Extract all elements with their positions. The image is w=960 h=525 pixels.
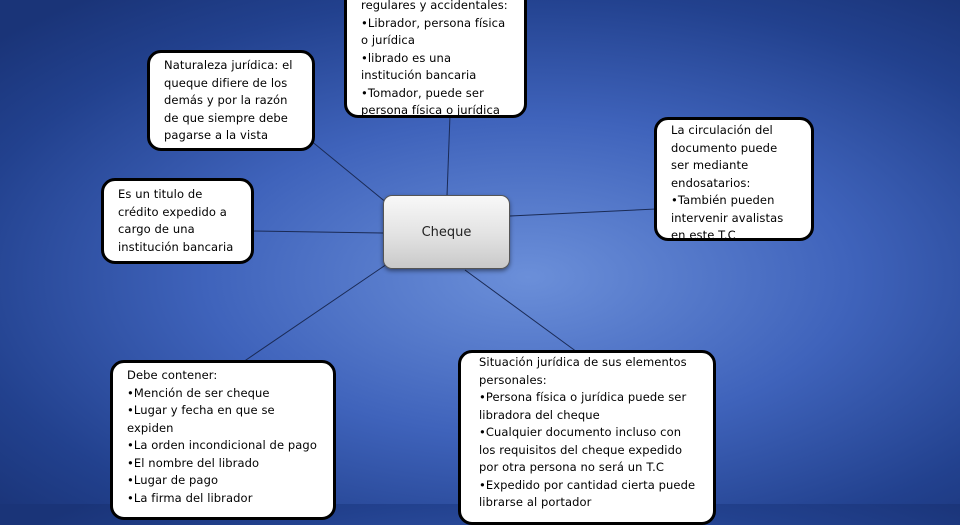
node-text-line: demás y por la razón <box>164 93 288 107</box>
node-text-line: Debe contener: <box>127 368 218 382</box>
node-text-line: queque difiere de los <box>164 75 288 90</box>
node-text-line: cargo de una <box>118 222 195 236</box>
node-text-line: institución bancaria <box>118 239 234 254</box>
connector-contener <box>242 261 391 363</box>
node-circulacion: La circulación del documento puede ser m… <box>654 117 814 241</box>
node-text-line: •Lugar de pago <box>127 473 219 487</box>
node-text-line: en este T.C <box>671 228 736 241</box>
node-text-line: Naturaleza jurídica: el <box>164 58 293 72</box>
node-text-line: librarse al portador <box>479 495 592 509</box>
node-text-line: regulares y accidentales: <box>361 0 508 12</box>
node-text-line: institución bancaria <box>361 68 477 82</box>
node-text-line: intervenir avalistas <box>671 210 784 225</box>
node-text-line: •La firma del librador <box>127 490 253 505</box>
node-text-line: •Expedido por cantidad cierta puede <box>479 477 696 492</box>
node-text-line: •El nombre del librado <box>127 455 260 470</box>
node-text-line: La circulación del <box>671 123 773 137</box>
node-text-line: •Persona física o jurídica puede ser <box>479 390 687 404</box>
node-text-line: persona física o jurídica <box>361 103 501 117</box>
node-contener: Debe contener: •Mención de ser cheque •L… <box>110 360 336 520</box>
connector-lines <box>242 114 657 363</box>
node-text-line: •Tomador, puede ser <box>361 85 484 100</box>
node-text-line: expiden <box>127 420 174 435</box>
node-text-line: •librado es una <box>361 50 452 65</box>
connector-top <box>446 114 451 197</box>
node-text-line: Situación jurídica de sus elementos <box>479 355 687 369</box>
node-text-line: endosatarios: <box>671 175 751 190</box>
node-text-line: •Mención de ser cheque <box>127 385 270 400</box>
node-top: regulares y accidentales: •Librador, per… <box>344 0 527 118</box>
connector-naturaleza <box>309 139 394 209</box>
node-titulo: Es un titulo de crédito expedido a cargo… <box>101 178 254 264</box>
node-text-line: •También pueden <box>671 193 775 207</box>
node-text-line: documento puede <box>671 140 778 155</box>
center-node-label: Cheque <box>421 224 472 240</box>
node-text-line: pagarse a la vista <box>164 128 269 142</box>
node-text-line: por otra persona no será un T.C <box>479 460 664 474</box>
node-text-line: •La orden incondicional de pago <box>127 438 317 452</box>
node-text-line: crédito expedido a <box>118 204 227 219</box>
node-text-line: personales: <box>479 372 547 387</box>
node-naturaleza: Naturaleza jurídica: el queque difiere d… <box>147 50 315 151</box>
node-text-line: •Librador, persona física <box>361 15 506 30</box>
node-text-line: los requisitos del cheque expedido <box>479 442 683 457</box>
node-text-line: libradora del cheque <box>479 407 600 422</box>
center-node-cheque: Cheque <box>383 195 510 269</box>
node-text-line: •Lugar y fecha en que se <box>127 403 275 417</box>
connector-titulo <box>249 230 385 234</box>
node-text-line: de que siempre debe <box>164 110 288 125</box>
node-text-line: •Cualquier documento incluso con <box>479 425 682 439</box>
node-text-line: o jurídica <box>361 33 415 47</box>
connector-situacion <box>464 269 578 353</box>
node-situacion: Situación jurídica de sus elementos pers… <box>458 350 716 525</box>
connector-circulacion <box>509 208 657 217</box>
node-text-line: Es un titulo de <box>118 187 203 201</box>
node-text-line: ser mediante <box>671 158 749 172</box>
